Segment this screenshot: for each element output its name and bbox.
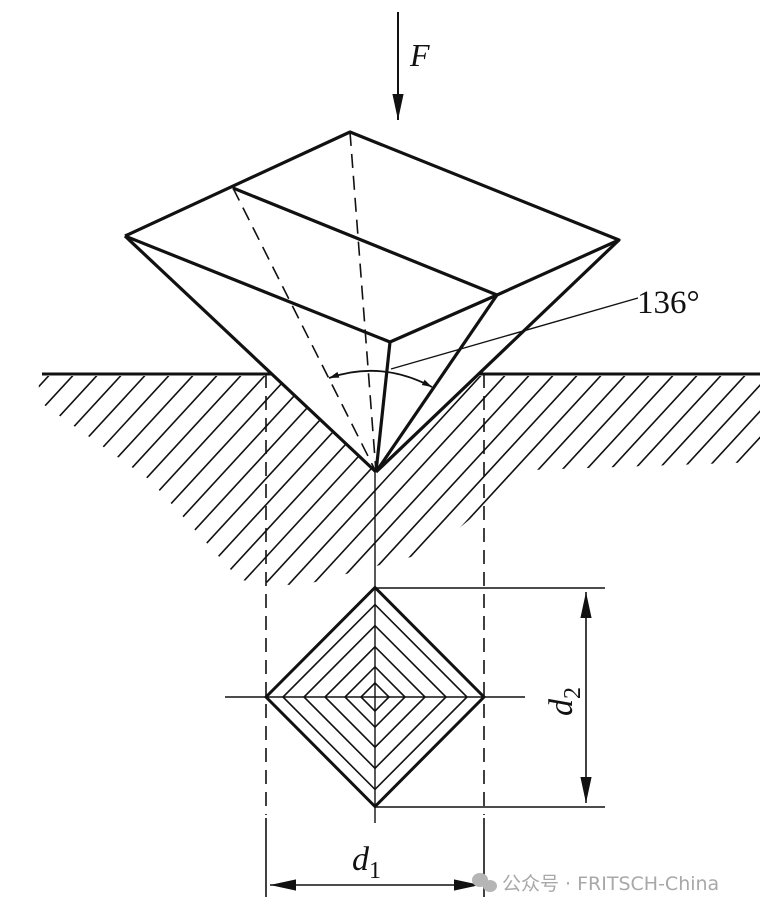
d2-dimension	[375, 587, 605, 808]
footprint-contour	[302, 624, 448, 770]
hatch-line	[38, 376, 151, 586]
hatch-line	[663, 376, 760, 586]
hatch-line	[687, 376, 760, 586]
hatch-line	[38, 376, 223, 586]
hatch-line	[471, 376, 703, 586]
d2-label: d2	[543, 687, 586, 716]
hatch-line	[0, 370, 30, 620]
hatch-line	[255, 376, 487, 586]
hatch-line	[447, 376, 679, 586]
hatch-line	[735, 376, 760, 586]
hatch-line	[279, 376, 511, 586]
hatch-line	[543, 376, 760, 586]
hatch-line	[423, 376, 655, 586]
force-label: F	[409, 37, 430, 73]
d1-label: d1	[352, 841, 381, 884]
hatch-line	[567, 376, 760, 586]
wechat-icon	[472, 873, 497, 892]
indent-cavity	[272, 374, 479, 472]
hatch-line	[38, 376, 247, 586]
hatch-line	[615, 376, 760, 586]
angle-arc	[328, 369, 433, 388]
watermark: 公众号 · FRITSCH-China	[502, 873, 719, 895]
hatch-line	[519, 376, 751, 586]
hatch-line	[38, 376, 127, 586]
angle-leader	[390, 297, 639, 370]
hatch-line	[63, 376, 295, 586]
footprint-contour	[281, 603, 469, 791]
footprint-contour	[359, 681, 391, 713]
hatch-line	[38, 376, 79, 586]
hatch-line	[87, 376, 319, 586]
footprint-contour	[343, 665, 407, 729]
hatch-line	[39, 376, 271, 586]
hatch-line	[759, 376, 760, 586]
hatch-line	[495, 376, 727, 586]
indenter-pyramid	[123, 130, 621, 474]
hatch-line	[639, 376, 760, 586]
hatch-line	[38, 376, 103, 586]
hidden-edges	[232, 131, 377, 473]
angle-label: 136°	[637, 285, 700, 321]
footprint-contour	[323, 645, 427, 749]
hatch-line	[38, 376, 175, 586]
hatch-line	[711, 376, 760, 586]
hatch-line	[38, 376, 199, 586]
hatch-line	[38, 376, 55, 586]
